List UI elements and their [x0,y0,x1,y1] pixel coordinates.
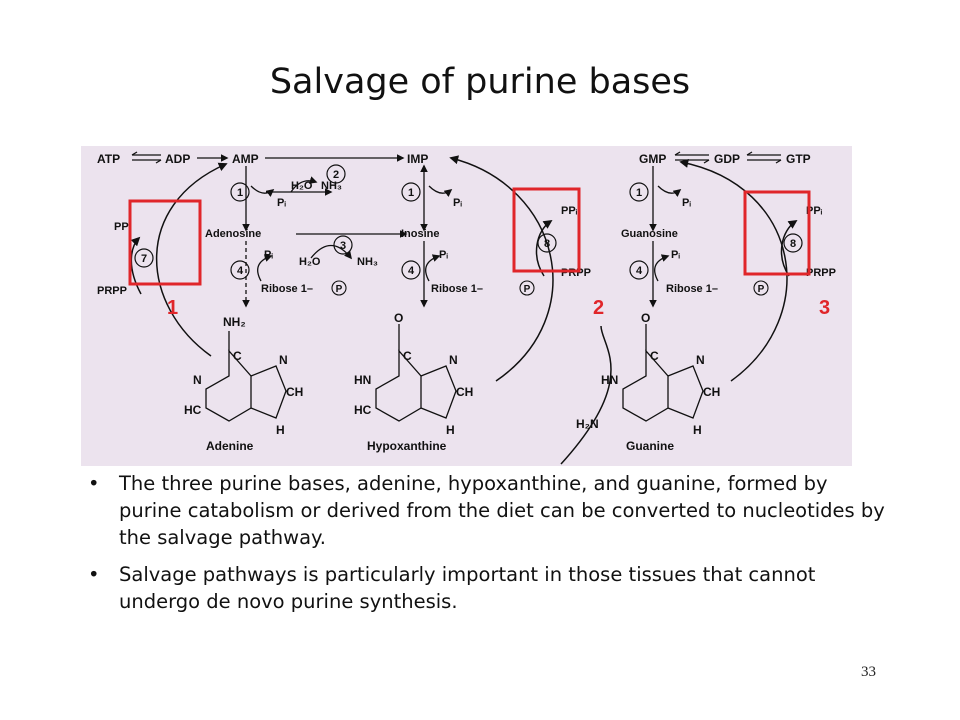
gmp-label: GMP [639,152,666,166]
enzyme-1-number: 1 [636,187,642,199]
inosine-label: Inosine [401,228,440,240]
enzyme-4-number: 4 [237,265,244,277]
prpp-label: PRPP [97,285,127,297]
box-label-2: 2 [593,297,604,319]
gtp-label: GTP [786,152,811,166]
highlight-box-3 [743,190,811,276]
carbon-label: C [233,349,242,363]
pi-label: Pᵢ [682,197,691,209]
bullet-item: Salvage pathways is particularly importa… [88,561,888,615]
enzyme-1-number: 1 [408,187,414,199]
enzyme-1-number: 1 [237,187,243,199]
prpp-label: PRPP [561,267,591,279]
oxygen-label: O [394,311,403,325]
ppi-label: PPᵢ [561,205,578,217]
ribose-1-p-label: Ribose 1– [261,283,313,295]
enzyme-2-number: 2 [333,169,339,181]
nitrogen-label: N [696,353,705,367]
carbon-label: C [650,349,659,363]
guanosine-label: Guanosine [621,228,678,240]
ribose-1-p-label: Ribose 1– [666,283,718,295]
box-label-1: 1 [167,297,178,319]
hydrogen-label: H [693,423,702,437]
ch-label: CH [286,385,303,399]
h2o-label: H₂O [299,256,321,268]
adenosine-label: Adenosine [205,228,261,240]
adp-label: ADP [165,152,190,166]
phosphate-label: P [758,284,765,295]
prpp-label: PRPP [806,267,836,279]
hn-label: HN [354,373,371,387]
adenine-label: Adenine [206,439,254,453]
nitrogen-label: N [449,353,458,367]
guanine-label: Guanine [626,439,674,453]
nh2-label: NH₂ [223,315,246,329]
salvage-pathway-diagram: ATP ADP AMP IMP GMP GDP GTP [81,146,852,466]
enzyme-3-number: 3 [340,240,346,252]
hydrogen-label: H [276,423,285,437]
ppi-label: PPᵢ [114,221,131,233]
enzyme-7-number: 7 [141,253,147,265]
page-number: 33 [861,664,876,680]
carbon-label: C [403,349,412,363]
bullet-item: The three purine bases, adenine, hypoxan… [88,470,888,551]
hn-label: HN [601,373,618,387]
imp-label: IMP [407,152,428,166]
gdp-label: GDP [714,152,740,166]
phosphate-label: P [524,284,531,295]
ribose-1-p-label: Ribose 1– [431,283,483,295]
h2n-label: H₂N [576,417,599,431]
enzyme-8-number: 8 [790,238,796,250]
bullet-list: The three purine bases, adenine, hypoxan… [88,470,888,625]
ch-label: CH [703,385,720,399]
hypoxanthine-label: Hypoxanthine [367,439,447,453]
nitrogen-label: N [279,353,288,367]
oxygen-label: O [641,311,650,325]
enzyme-4-number: 4 [408,265,415,277]
hydrogen-label: H [446,423,455,437]
highlight-box-1 [128,199,202,286]
hc-label: HC [184,403,202,417]
pi-label: Pᵢ [264,249,273,261]
atp-label: ATP [97,152,120,166]
enzyme-4-number: 4 [636,265,643,277]
pi-label: Pᵢ [277,197,286,209]
box-label-3: 3 [819,297,830,319]
nh3-label: NH₃ [357,256,378,268]
highlight-box-2 [512,187,581,273]
equilibrium-arrows [131,151,782,164]
pi-label: Pᵢ [439,249,448,261]
h2o-label: H₂O [291,180,313,192]
nitrogen-label: N [193,373,202,387]
hc-label: HC [354,403,372,417]
pi-label: Pᵢ [671,249,680,261]
amp-label: AMP [232,152,259,166]
nh3-label: NH₃ [321,180,342,192]
pi-label: Pᵢ [453,197,462,209]
ch-label: CH [456,385,473,399]
phosphate-label: P [336,284,343,295]
slide-title: Salvage of purine bases [269,62,691,102]
